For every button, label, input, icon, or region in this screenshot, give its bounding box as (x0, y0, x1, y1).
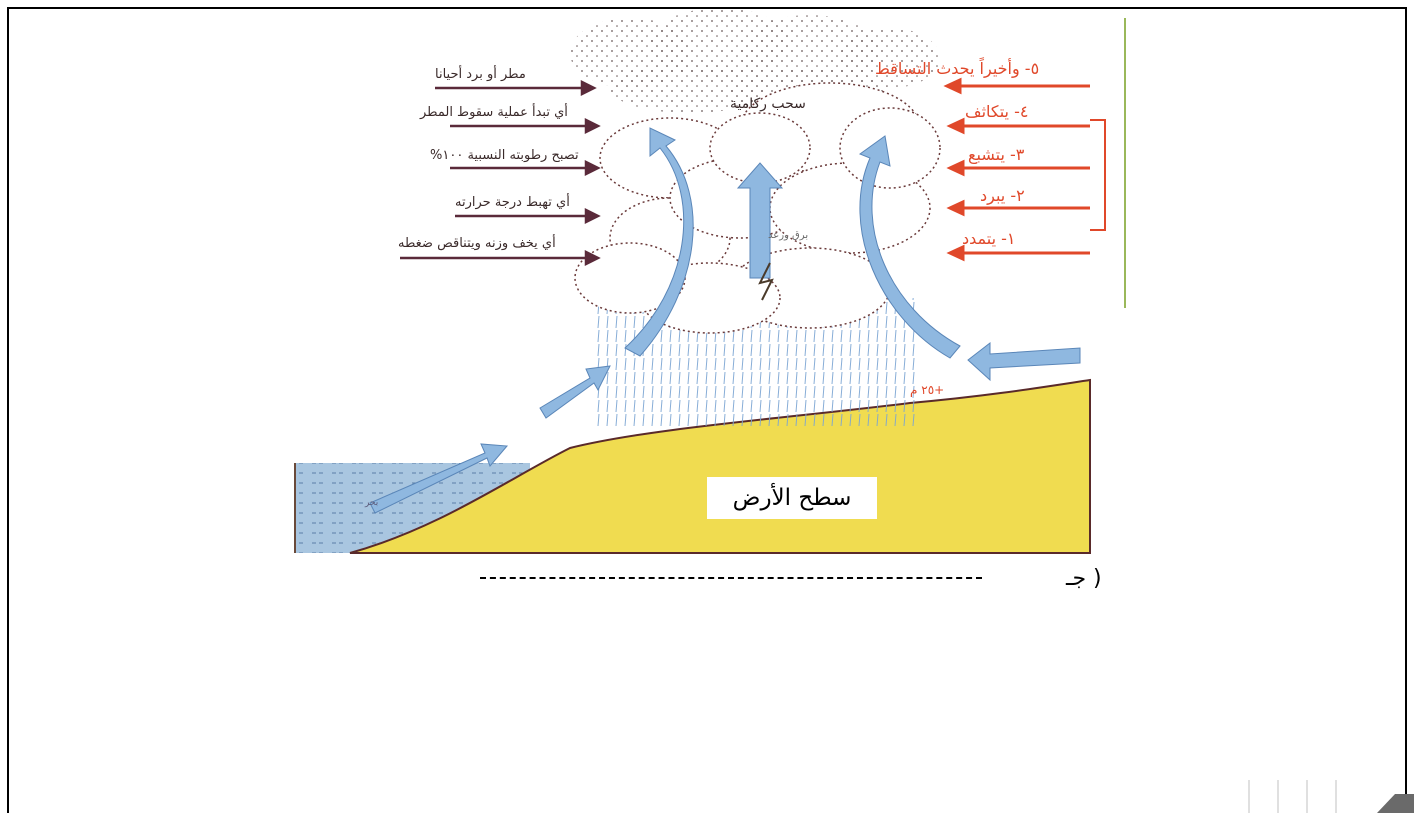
thunder-label: برق ورعد (768, 230, 808, 241)
cloud-label: سحب ركامية (730, 96, 806, 112)
sea-label: بحر (365, 498, 378, 508)
left-label-1: مطر أو برد أحيانا (435, 67, 526, 82)
left-label-3: تصبح رطوبته النسبية ١٠٠% (430, 148, 579, 163)
right-label-5: ٥- وأخيراً يحدث التساقط (875, 59, 1039, 78)
left-label-2: أي تبدأ عملية سقوط المطر (420, 105, 568, 120)
right-label-2: ٢- يبرد (980, 186, 1025, 205)
ground-label: سطح الأرض (707, 477, 877, 519)
temperature-label: +٢٥ م (910, 383, 944, 397)
left-label-5: أي يخف وزنه ويتناقص ضغطه (398, 236, 556, 251)
answer-line (480, 577, 982, 579)
right-label-3: ٣- يتشبع (968, 145, 1024, 164)
right-bracket (1090, 120, 1105, 230)
question-marker: جـ ) (1066, 566, 1102, 591)
left-label-4: أي تهبط درجة حرارته (455, 195, 570, 210)
right-label-1: ١- يتمدد (962, 229, 1016, 248)
right-label-4: ٤- يتكاثف (965, 102, 1028, 121)
slide-nav-icon[interactable] (1245, 768, 1414, 813)
